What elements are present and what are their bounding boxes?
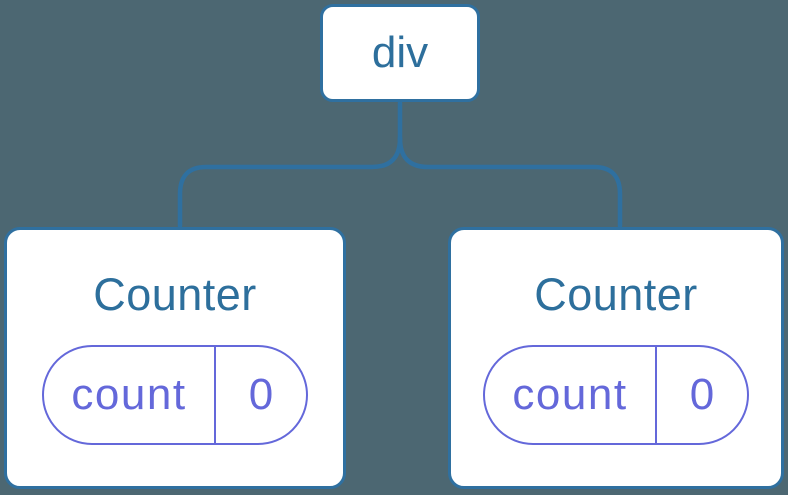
counter-title: Counter bbox=[93, 269, 257, 320]
counter-card-right: Counter count 0 bbox=[448, 227, 784, 489]
state-key-label: count bbox=[485, 347, 657, 443]
state-pill: count 0 bbox=[483, 345, 749, 445]
counter-title: Counter bbox=[534, 269, 698, 320]
state-value: 0 bbox=[689, 370, 715, 419]
connector-left-branch bbox=[177, 135, 403, 229]
connector-right-branch bbox=[397, 135, 623, 229]
state-key-label: count bbox=[44, 347, 216, 443]
root-node-div: div bbox=[320, 4, 480, 102]
root-node-label: div bbox=[371, 28, 429, 77]
state-pill: count 0 bbox=[42, 345, 308, 445]
state-value: 0 bbox=[248, 370, 274, 419]
counter-card-left: Counter count 0 bbox=[4, 227, 346, 489]
